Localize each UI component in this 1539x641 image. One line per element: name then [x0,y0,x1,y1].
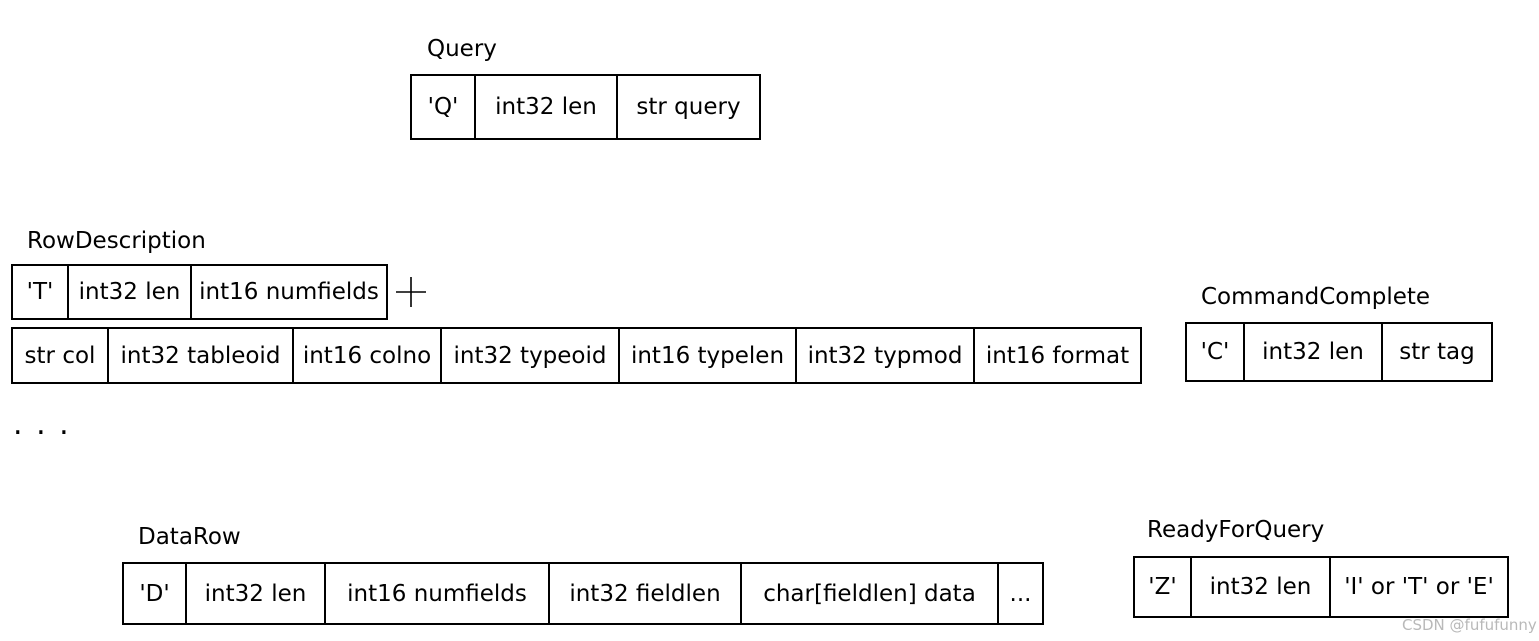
field-cell: 'T' [26,279,54,305]
field-cell: 'Q' [427,94,459,120]
plus-icon [395,276,427,308]
command-complete-box: 'C' int32 len str tag [1185,322,1493,382]
data-row-title: DataRow [138,524,241,550]
field-cell: char[fieldlen] data [740,564,997,623]
field-cell: 'I' or 'T' or 'E' [1329,558,1507,616]
field-cell: int32 len [1243,324,1381,380]
field-cell: int32 len [185,564,324,623]
field-cell: int32 len [67,266,190,318]
field-cell: int16 numfields [190,266,386,318]
field-cell: str query [616,76,759,138]
field-cell: int16 format [973,329,1140,382]
field-cell: 'Z' [1148,574,1177,600]
field-cell: int32 typeoid [440,329,618,382]
field-cell: int32 typmod [795,329,973,382]
row-description-header-box: 'T' int32 len int16 numfields [11,264,388,320]
data-row-box: 'D' int32 len int16 numfields int32 fiel… [122,562,1044,625]
field-cell: int16 typelen [618,329,795,382]
row-description-title: RowDescription [27,228,206,254]
field-cell: 'C' [1200,339,1230,365]
field-cell: int32 len [1190,558,1329,616]
field-cell: ... [997,564,1042,623]
field-cell: int32 fieldlen [548,564,740,623]
field-cell: int32 len [474,76,616,138]
command-complete-title: CommandComplete [1201,284,1431,310]
field-cell: str col [24,342,96,369]
ready-for-query-title: ReadyForQuery [1147,517,1325,543]
field-cell: int16 numfields [324,564,548,623]
row-description-field-box: str col int32 tableoid int16 colno int32… [11,327,1142,384]
query-title: Query [427,36,497,62]
watermark: CSDN @fufufunny [1402,616,1537,634]
field-cell: int16 colno [292,329,440,382]
field-cell: 'D' [139,580,170,607]
field-cell: str tag [1381,324,1491,380]
ready-for-query-box: 'Z' int32 len 'I' or 'T' or 'E' [1133,556,1509,618]
repeat-ellipsis: . . . [13,407,71,442]
field-cell: int32 tableoid [107,329,292,382]
query-box: 'Q' int32 len str query [410,74,761,140]
